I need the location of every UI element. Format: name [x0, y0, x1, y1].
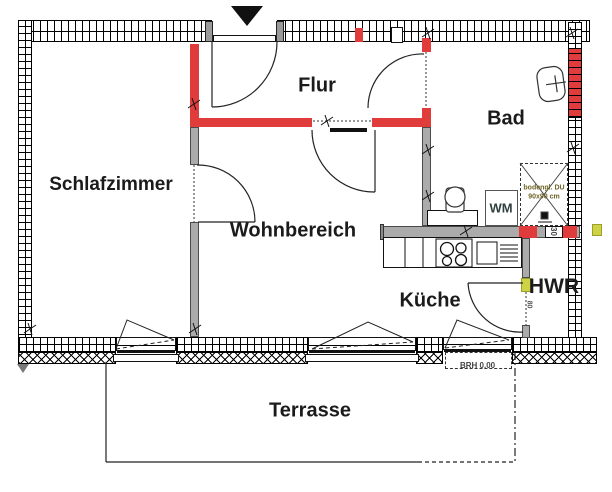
bath-sink-icon	[536, 65, 566, 103]
terrace-outline	[105, 352, 516, 463]
wall-bottom-seg2	[176, 337, 308, 352]
wall-left	[18, 20, 32, 364]
bad-door	[367, 53, 425, 109]
entrance-threshold	[213, 35, 276, 42]
wall-hwr-left-top	[522, 238, 530, 278]
window-terrace-band	[309, 350, 415, 353]
wall-bad-bottom-red-a	[519, 226, 537, 238]
wall-bottom-seg1	[18, 337, 116, 352]
window-kueche-band	[444, 349, 511, 352]
wall-top-red-piece	[355, 28, 363, 42]
wohnbereich-door	[311, 129, 376, 193]
toilet-icon	[444, 186, 466, 213]
hwr-lintel-marker	[521, 278, 531, 292]
wall-flur-bottom-red-b	[372, 118, 428, 127]
sliding-door-bar	[330, 128, 367, 132]
window-terrace-sill	[305, 354, 419, 362]
wall-top-left	[18, 20, 212, 42]
shower-label-line2: 90x90 cm	[528, 193, 560, 201]
room-label-schlafzimmer: Schlafzimmer	[49, 174, 173, 195]
wall-schlafzimmer-bottom	[190, 222, 199, 337]
window-schlafzimmer-band	[117, 350, 175, 353]
wall-bad-left-red-mid	[422, 108, 431, 127]
wall-end-cap	[380, 224, 384, 240]
shower-label-line1: bodengl. DU	[523, 184, 565, 192]
wall-schlafzimmer-top	[190, 127, 199, 165]
door-openings	[193, 52, 527, 325]
wall-bad-bottom-red-b	[563, 226, 577, 238]
room-label-terrasse: Terrasse	[269, 399, 351, 422]
wall-bottom-seg4	[512, 337, 597, 352]
schlafzimmer-door	[196, 164, 256, 223]
stove-burners-icon	[439, 241, 468, 267]
wall-bottom-seg3	[416, 337, 443, 352]
tilt-window-symbols	[115, 319, 510, 350]
room-label-flur: Flur	[298, 74, 336, 97]
wall-dim-label: 30	[548, 227, 558, 236]
corner-marker-icon	[17, 364, 29, 373]
entrance-jamb-left	[205, 21, 213, 42]
dim-marker-box	[391, 27, 403, 43]
shower-icon	[519, 162, 569, 227]
entrance-jamb-right	[276, 21, 284, 42]
wall-bad-left-gray	[422, 127, 431, 226]
wall-right-red-segment	[568, 48, 582, 118]
hwr-door	[467, 282, 524, 333]
room-label-wohnbereich: Wohnbereich	[229, 219, 357, 242]
window-kueche	[443, 337, 512, 350]
wall-bad-left-red-top	[422, 38, 431, 52]
wall-dim-gap	[545, 226, 563, 238]
door-dim-label: 80	[525, 300, 533, 309]
entrance-arrow-icon	[231, 6, 263, 26]
washing-machine-box	[485, 190, 518, 226]
room-label-hwr: HWR	[528, 275, 580, 298]
wall-bottom-insulation4	[512, 352, 597, 364]
wall-flur-bottom-red-a	[190, 118, 312, 127]
wall-flur-left-red	[190, 44, 199, 127]
right-edge-lintel-marker	[592, 224, 602, 236]
sill-height-label: BRH 0.00	[460, 361, 496, 370]
washing-machine-label: WM	[489, 200, 513, 216]
room-label-bad: Bad	[487, 107, 525, 130]
window-kueche-sill-box	[445, 352, 512, 369]
dimension-ticks	[23, 26, 580, 336]
room-label-kueche: Küche	[399, 289, 461, 312]
entrance-door	[211, 41, 278, 108]
window-schlafzimmer-sill	[113, 354, 179, 362]
kitchen-counter-lines	[404, 238, 518, 268]
